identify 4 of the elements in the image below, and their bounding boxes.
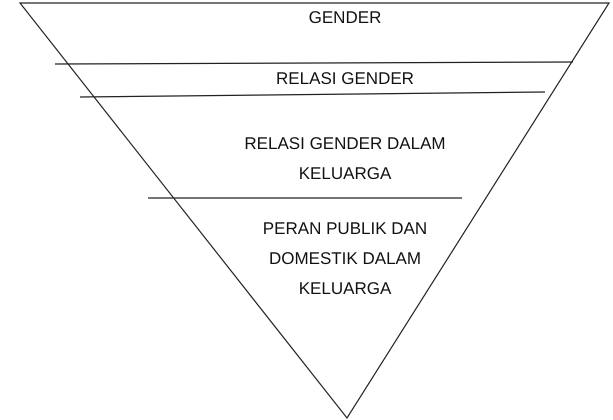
level-label: PERAN PUBLIK DAN DOMESTIK DALAM KELUARGA <box>250 214 440 304</box>
level-label: GENDER <box>215 3 475 33</box>
level-label: RELASI GENDER DALAM KELUARGA <box>225 129 465 189</box>
level-label: RELASI GENDER <box>215 64 475 94</box>
